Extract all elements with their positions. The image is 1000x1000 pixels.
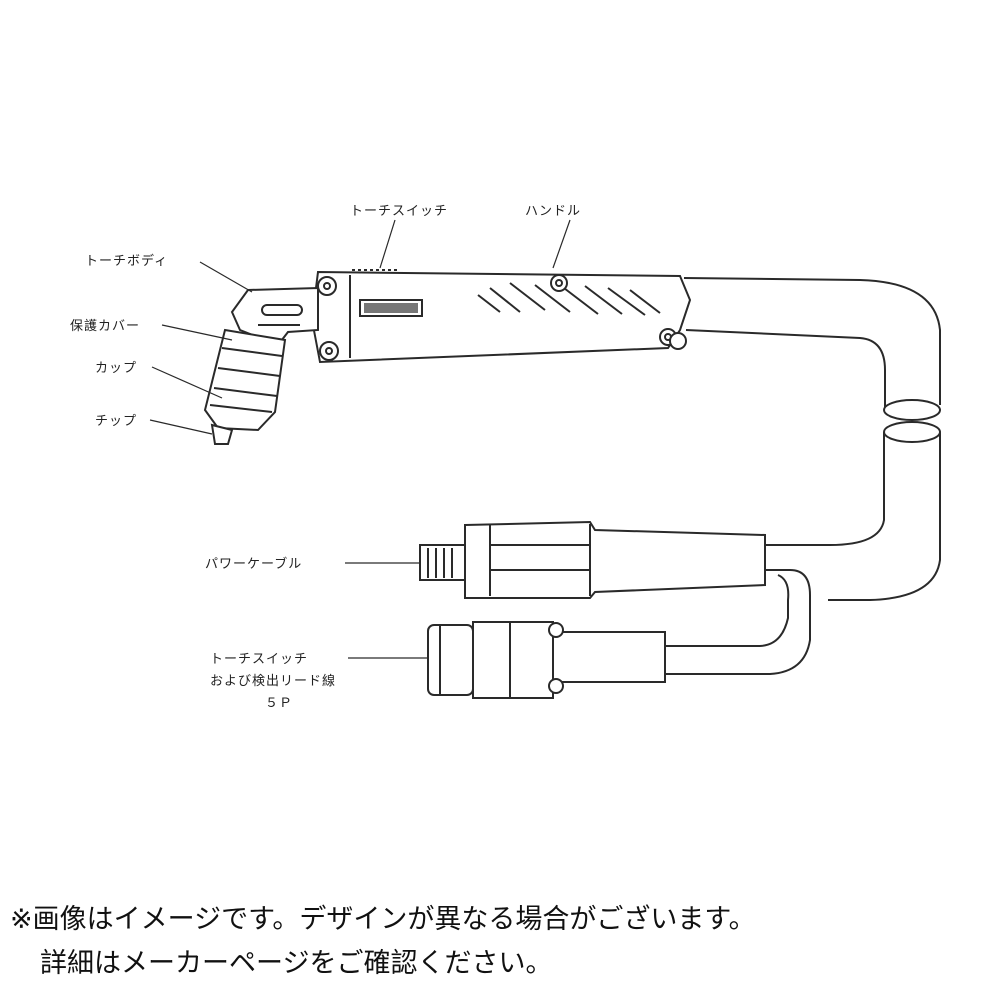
label-torch-switch-top: トーチスイッチ (350, 204, 448, 219)
label-handle: ハンドル (525, 204, 581, 219)
disclaimer-note: ※画像はイメージです。デザインが異なる場合がございます。 詳細はメーカーページを… (10, 898, 990, 986)
torch-body-part (230, 286, 319, 347)
label-torch-body: トーチボディ (85, 253, 168, 269)
disclaimer-line-1: ※画像はイメージです。デザインが異なる場合がございます。 (10, 904, 756, 935)
label-torch-switch-lead-3: ５Ｐ (265, 696, 293, 711)
cable-lower (665, 421, 941, 675)
label-protective-cover: 保護カバー (70, 318, 140, 334)
switch-lead-connector (427, 621, 666, 699)
label-tip: チップ (95, 414, 137, 429)
cable-upper (683, 277, 941, 421)
torch-head-part (203, 328, 287, 445)
label-torch-switch-lead-2: および検出リード線 (210, 673, 336, 689)
label-power-cable: パワーケーブル (205, 556, 302, 572)
power-cable-connector (419, 520, 766, 599)
leader-lines (149, 219, 571, 659)
handle-part (310, 269, 692, 364)
label-torch-switch-lead-1: トーチスイッチ (210, 652, 308, 667)
label-cup: カップ (95, 361, 137, 376)
disclaimer-line-2: 詳細はメーカーページをご確認ください。 (40, 948, 553, 979)
plasma-torch-diagram: トーチスイッチ ハンドル トーチボディ 保護カバー カップ チップ パワーケーブ… (70, 204, 941, 711)
